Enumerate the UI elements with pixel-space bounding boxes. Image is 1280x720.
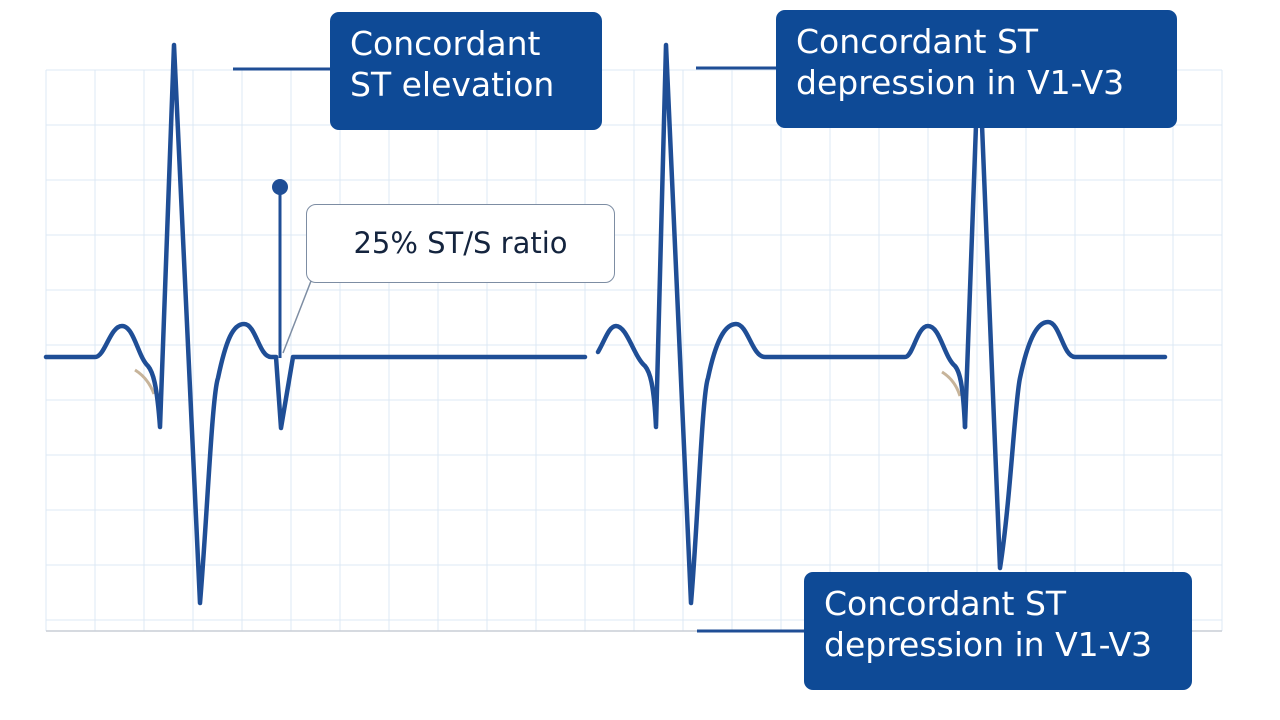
callout-st-depression-top-line1: Concordant ST [796,22,1039,61]
callout-st-depression-top: Concordant ST depression in V1-V3 [776,10,1177,128]
st-shadow-left [134,368,156,395]
callout-st-elevation: Concordant ST elevation [330,12,602,130]
ecg-trace-right [962,122,1168,571]
callout-st-depression-bottom-line1: Concordant ST [824,584,1067,623]
callout-st-depression-bottom: Concordant ST depression in V1-V3 [804,572,1192,690]
st-shadow-right [941,370,962,397]
st-measure-dot [272,179,288,195]
ecg-trace-middle [595,42,968,606]
st-s-ratio-label: 25% ST/S ratio [306,204,615,283]
callout-st-depression-bottom-line2: depression in V1-V3 [824,624,1153,664]
ratio-pointer-line [282,280,312,354]
callout-st-depression-top-line2: depression in V1-V3 [796,62,1125,102]
callout-st-elevation-line1: Concordant [350,24,541,63]
callout-st-elevation-line2: ST elevation [350,64,555,104]
ecg-trace-left [43,42,588,606]
